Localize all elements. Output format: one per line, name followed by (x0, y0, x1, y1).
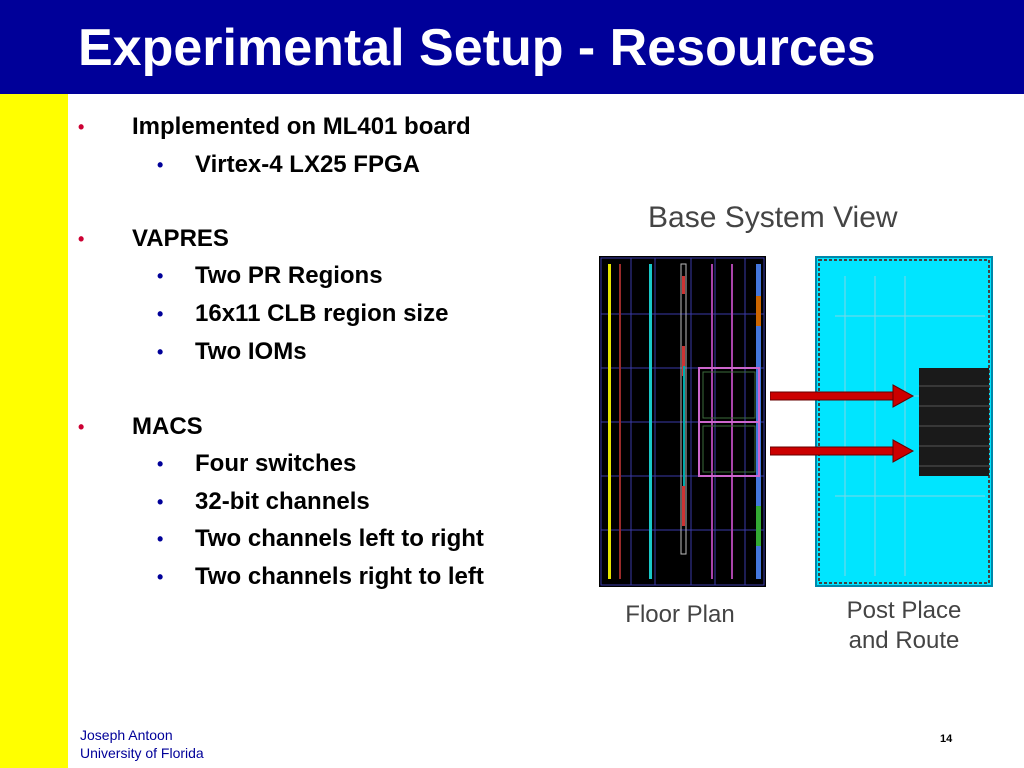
footer-author: Joseph Antoon University of Florida (80, 726, 204, 762)
sub-bullet-dot: • (157, 567, 164, 587)
sub-bullet-dot: • (157, 492, 164, 512)
sub-bullet-dot: • (157, 304, 164, 324)
post-route-caption-line1: Post Place (846, 597, 962, 624)
post-route-caption-line2: and Route (848, 627, 960, 654)
arrow-icon (770, 439, 915, 463)
bullet-item: MACS (132, 413, 203, 440)
author-name: Joseph Antoon (80, 727, 173, 743)
side-color-strip (0, 94, 68, 768)
slide-title: Experimental Setup - Resources (78, 19, 876, 77)
post-route-image (815, 256, 993, 587)
sub-bullet-item: Four switches (195, 450, 357, 477)
sub-bullet-item: Virtex-4 LX25 FPGA (195, 151, 420, 178)
bullet-dot: • (78, 417, 85, 437)
title-bar: Experimental Setup - Resources (0, 0, 1024, 94)
page-number: 14 (940, 733, 953, 745)
sub-bullet-dot: • (157, 266, 164, 286)
sub-bullet-item: Two IOMs (195, 338, 307, 365)
floor-plan-image (599, 256, 766, 587)
sub-bullet-dot: • (157, 155, 164, 175)
sub-bullet-item: 16x11 CLB region size (195, 300, 449, 327)
sub-bullet-item: Two PR Regions (195, 262, 383, 289)
sub-bullet-item: 32-bit channels (195, 488, 370, 515)
bullet-dot: • (78, 229, 85, 249)
sub-bullet-dot: • (157, 342, 164, 362)
bullet-item: Implemented on ML401 board (132, 113, 471, 140)
sub-bullet-item: Two channels right to left (195, 563, 484, 590)
sub-bullet-dot: • (157, 529, 164, 549)
floor-plan-caption: Floor Plan (625, 601, 735, 628)
author-affiliation: University of Florida (80, 745, 204, 761)
bullet-item: VAPRES (132, 225, 229, 252)
sub-bullet-dot: • (157, 454, 164, 474)
bullet-dot: • (78, 117, 85, 137)
figure-title: Base System View (648, 201, 898, 234)
sub-bullet-item: Two channels left to right (195, 525, 484, 552)
arrow-icon (770, 384, 915, 408)
